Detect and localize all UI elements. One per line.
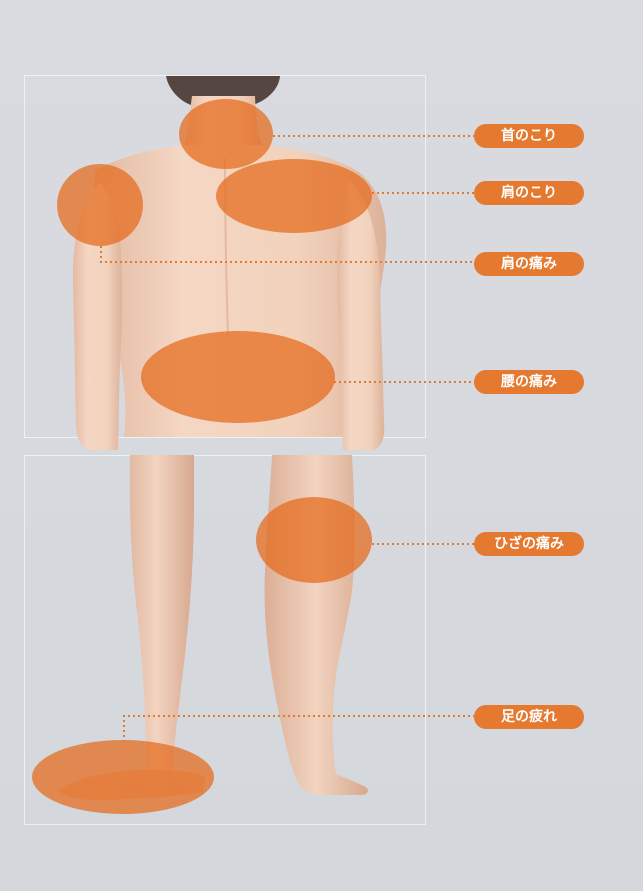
neck-marker	[179, 99, 273, 169]
foot-marker	[32, 740, 214, 814]
shoulder-pain-label: 肩の痛み	[474, 252, 584, 276]
shoulder-stiffness-label: 肩のこり	[474, 181, 584, 205]
knee-marker	[256, 497, 372, 583]
knee-pain-label: ひざの痛み	[474, 532, 584, 556]
upper-arm-marker	[57, 164, 143, 246]
neck-stiffness-label: 首のこり	[474, 124, 584, 148]
foot-fatigue-label: 足の疲れ	[474, 705, 584, 729]
lower-back-pain-label: 腰の痛み	[474, 370, 584, 394]
shoulder-marker	[216, 159, 372, 233]
lower-back-marker	[141, 331, 335, 423]
